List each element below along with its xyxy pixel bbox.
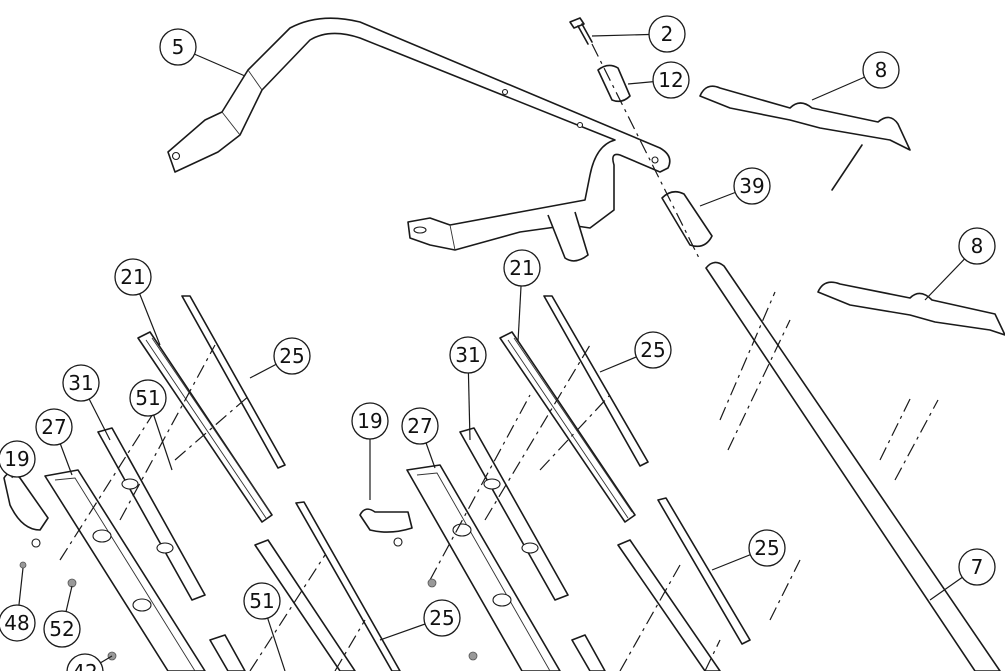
callout-8: 8 bbox=[811, 51, 900, 101]
callout-5: 5 bbox=[159, 28, 246, 77]
rail-assembly-left bbox=[3, 295, 286, 671]
callout-19: 19 bbox=[351, 402, 389, 500]
sleeve bbox=[597, 64, 631, 103]
callout-circle bbox=[0, 604, 36, 642]
callout-label: 27 bbox=[41, 415, 66, 439]
callout-39: 39 bbox=[699, 167, 771, 207]
callout-label: 39 bbox=[739, 174, 764, 198]
callout-circle bbox=[449, 336, 487, 374]
callout-circle bbox=[159, 28, 197, 66]
callout-label: 31 bbox=[68, 371, 93, 395]
callout-circle bbox=[733, 167, 771, 205]
callout-circle bbox=[0, 440, 36, 478]
callout-label: 7 bbox=[971, 555, 984, 579]
callout-label: 12 bbox=[658, 68, 683, 92]
callout-31: 31 bbox=[449, 336, 487, 441]
callout-2: 2 bbox=[591, 15, 686, 53]
callout-circle bbox=[634, 331, 672, 369]
callout-25: 25 bbox=[379, 599, 461, 641]
knob bbox=[3, 472, 49, 531]
callout-circle bbox=[62, 364, 100, 402]
callout-label: 21 bbox=[120, 265, 145, 289]
callout-label: 31 bbox=[455, 343, 480, 367]
callout-label: 19 bbox=[357, 409, 382, 433]
callout-circle bbox=[958, 227, 996, 265]
callout-label: 8 bbox=[875, 58, 888, 82]
callout-label: 51 bbox=[249, 589, 274, 613]
callout-circle bbox=[114, 258, 152, 296]
callout-circle bbox=[958, 548, 996, 586]
callout-label: 42 bbox=[72, 660, 97, 671]
callout-25: 25 bbox=[249, 337, 311, 379]
callout-label: 8 bbox=[971, 234, 984, 258]
callout-circle bbox=[748, 529, 786, 567]
callout-51: 51 bbox=[129, 379, 173, 471]
callout-8: 8 bbox=[924, 227, 996, 301]
callout-19: 19 bbox=[0, 440, 36, 479]
callout-circle bbox=[351, 402, 389, 440]
rail-assembly-center bbox=[359, 295, 649, 671]
callout-circle bbox=[648, 15, 686, 53]
callout-label: 25 bbox=[640, 338, 665, 362]
callout-label: 51 bbox=[135, 386, 160, 410]
callout-label: 21 bbox=[509, 256, 534, 280]
callout-21: 21 bbox=[503, 249, 541, 343]
callout-25: 25 bbox=[599, 331, 672, 373]
callout-circle bbox=[273, 337, 311, 375]
callout-42: 42 bbox=[66, 653, 113, 671]
callout-label: 2 bbox=[661, 22, 674, 46]
callout-52: 52 bbox=[43, 585, 81, 648]
callout-label: 25 bbox=[429, 606, 454, 630]
callout-label: 25 bbox=[754, 536, 779, 560]
armrest-bracket-upper bbox=[699, 85, 911, 191]
callout-51: 51 bbox=[243, 582, 286, 671]
callout-layer: 2 12 8 5 39 8 21 21 25 25 31 31 51 27 27 19 19 25 7 48 52 51 2… bbox=[0, 15, 996, 671]
armrest-bracket-lower bbox=[817, 281, 1005, 336]
callout-circle bbox=[862, 51, 900, 89]
callout-label: 19 bbox=[4, 447, 29, 471]
callout-48: 48 bbox=[0, 567, 36, 642]
callout-circle bbox=[243, 582, 281, 620]
callout-label: 27 bbox=[407, 414, 432, 438]
callout-label: 25 bbox=[279, 344, 304, 368]
knob bbox=[359, 508, 413, 533]
callout-circle bbox=[66, 653, 104, 671]
callout-27: 27 bbox=[35, 408, 73, 476]
rail-assembly-lower bbox=[209, 497, 751, 671]
callout-label: 52 bbox=[49, 617, 74, 641]
callout-circle bbox=[423, 599, 461, 637]
long-tube bbox=[705, 261, 1001, 671]
callout-circle bbox=[129, 379, 167, 417]
callout-12: 12 bbox=[627, 61, 690, 99]
callout-21: 21 bbox=[114, 258, 161, 346]
callout-circle bbox=[43, 610, 81, 648]
callout-31: 31 bbox=[62, 364, 111, 441]
screw bbox=[569, 17, 593, 45]
clamp-sleeve bbox=[661, 190, 713, 248]
push-handle-frame bbox=[167, 17, 671, 262]
callout-25: 25 bbox=[711, 529, 786, 571]
callout-circle bbox=[503, 249, 541, 287]
callout-circle bbox=[35, 408, 73, 446]
callout-label: 5 bbox=[172, 35, 185, 59]
callout-circle bbox=[401, 407, 439, 445]
callout-label: 48 bbox=[4, 611, 29, 635]
callout-27: 27 bbox=[401, 407, 439, 469]
callout-7: 7 bbox=[929, 548, 996, 601]
callout-circle bbox=[652, 61, 690, 99]
